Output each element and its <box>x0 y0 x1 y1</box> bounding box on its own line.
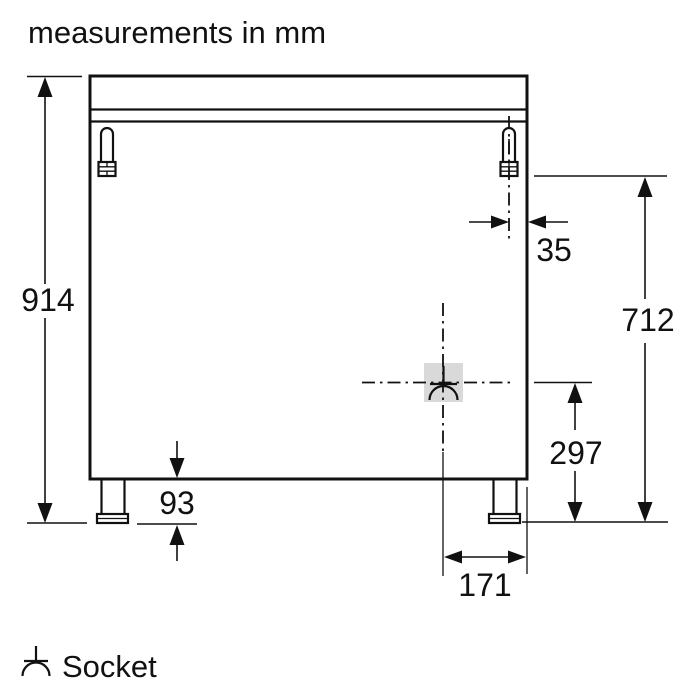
fixing-bracket-left <box>97 126 117 178</box>
socket-arc <box>21 661 51 677</box>
dim-label-712: 712 <box>621 302 674 338</box>
arrowhead-down <box>169 458 185 478</box>
dim-label-297: 297 <box>549 435 602 471</box>
arrowhead-down <box>37 503 53 523</box>
arrowhead-right <box>491 215 509 229</box>
dim-socket-offset: 171 <box>442 452 528 603</box>
arrowhead-up <box>37 77 53 97</box>
page-title: measurements in mm <box>28 15 326 50</box>
dim-label-93: 93 <box>159 485 195 521</box>
arrowhead-down <box>637 502 653 522</box>
dim-label-914: 914 <box>21 282 74 318</box>
appliance-outline <box>88 74 529 481</box>
dim-connection-height: 712 <box>534 175 675 522</box>
arrowhead-down <box>567 502 583 522</box>
dim-overall-height: 914 <box>21 75 87 524</box>
arrowhead-up <box>637 177 653 197</box>
arrowhead-up <box>567 383 583 403</box>
arrowhead-left <box>444 550 462 564</box>
socket-marker <box>362 303 512 452</box>
bracket-body <box>99 126 115 163</box>
dim-label-35: 35 <box>536 232 572 268</box>
legend: Socket <box>21 646 157 684</box>
socket-icon <box>21 646 51 677</box>
leg-right <box>487 479 522 525</box>
dim-socket-height: 297 <box>522 381 668 523</box>
arrowhead-up <box>169 525 185 545</box>
arrowhead-right <box>508 550 526 564</box>
dim-foot-height: 93 <box>137 441 197 561</box>
appliance-back-view <box>88 74 529 525</box>
legend-label: Socket <box>62 649 157 684</box>
arrowhead-left <box>528 215 546 229</box>
leg-left <box>95 479 130 525</box>
dim-connection-offset: 35 <box>469 215 572 268</box>
dim-label-171: 171 <box>458 567 511 603</box>
